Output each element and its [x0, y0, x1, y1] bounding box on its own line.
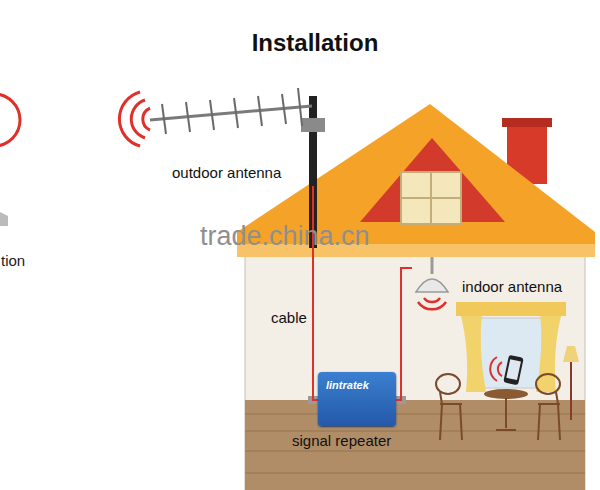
- yagi-boom: [150, 106, 312, 120]
- yagi-elements: [162, 88, 302, 134]
- pole-clamp: [301, 118, 325, 132]
- lamp: [563, 346, 579, 362]
- curtain: [460, 312, 486, 392]
- part-label: indoor antenna: [462, 278, 562, 296]
- floor: [245, 400, 585, 490]
- brand-logo: lintratek: [326, 379, 369, 392]
- ceiling-antenna: [416, 279, 448, 292]
- station-base: [0, 212, 8, 226]
- chimney-cap: [502, 118, 552, 127]
- indoor-waves: [418, 298, 446, 309]
- indoor-antenna: indoor antenna: [412, 262, 569, 302]
- phone-waves: [490, 357, 502, 381]
- station-ring: [0, 94, 20, 146]
- cable-line: [313, 186, 318, 400]
- watermark: trade.china.cn: [200, 220, 370, 252]
- chair: [436, 374, 560, 440]
- table: [484, 389, 528, 399]
- part-label: signal repeater: [292, 432, 391, 450]
- floor-planks: [245, 414, 585, 473]
- valance: [456, 302, 566, 316]
- edge-label: cable: [270, 309, 308, 327]
- dormer-window: [401, 172, 461, 224]
- outdoor-antenna: outdoor antenna: [128, 86, 320, 186]
- signal-repeater: lintrateksignal repeater: [318, 372, 396, 426]
- cut-label: tion: [1, 252, 25, 270]
- phone: [503, 355, 523, 386]
- cable-line: [396, 268, 412, 400]
- room-wall: [245, 255, 585, 490]
- title: Installation: [165, 29, 465, 58]
- part-label: outdoor antenna: [172, 164, 281, 182]
- signal-waves: [119, 92, 150, 146]
